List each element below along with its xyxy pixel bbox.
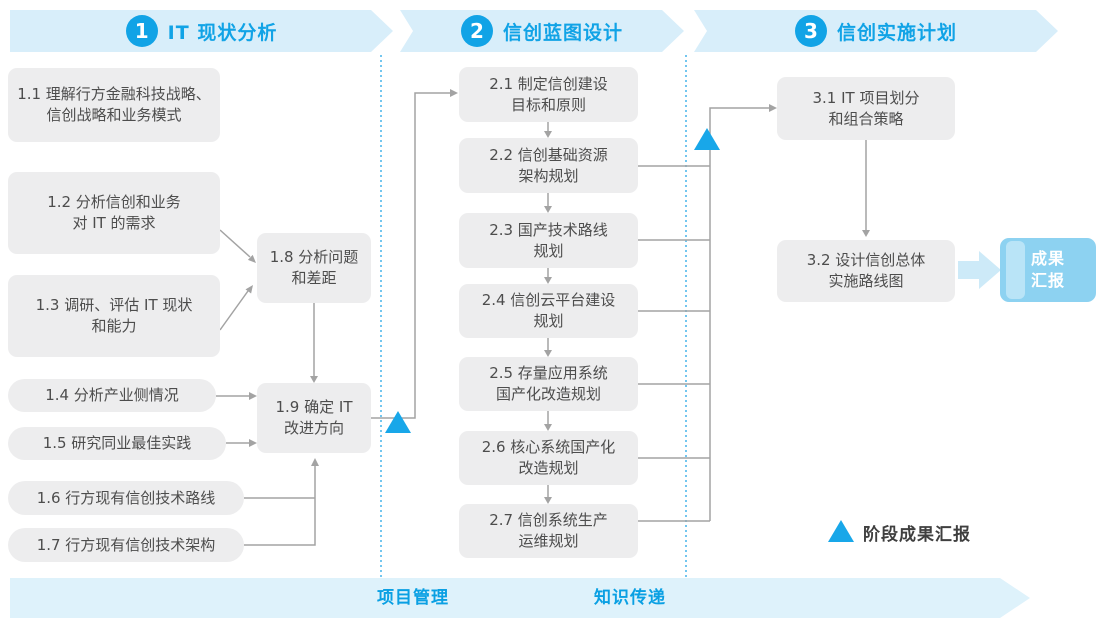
step-box-1-9: 1.9 确定 IT 改进方向 xyxy=(257,383,371,453)
legend-label: 阶段成果汇报 xyxy=(863,525,971,545)
result-arrow-icon xyxy=(958,251,1001,289)
phase-1-number-badge: 1 xyxy=(126,15,158,47)
step-box-2-1: 2.1 制定信创建设 目标和原则 xyxy=(459,67,638,122)
step-box-1-4: 1.4 分析产业侧情况 xyxy=(8,379,216,412)
step-box-3-1: 3.1 IT 项目划分 和组合策略 xyxy=(777,77,955,140)
footer-label-project-management: 项目管理 xyxy=(377,588,449,608)
phase-2-number-badge: 2 xyxy=(461,15,493,47)
phase-1-title: IT 现状分析 xyxy=(167,21,278,44)
step-box-1-3: 1.3 调研、评估 IT 现状 和能力 xyxy=(8,275,220,357)
milestone-triangle-icon-phase1 xyxy=(385,411,411,433)
step-box-1-8: 1.8 分析问题 和差距 xyxy=(257,233,371,303)
step-box-1-5: 1.5 研究同业最佳实践 xyxy=(8,427,226,460)
step-box-2-4: 2.4 信创云平台建设 规划 xyxy=(459,284,638,338)
step-box-1-2: 1.2 分析信创和业务 对 IT 的需求 xyxy=(8,172,220,254)
step-box-1-1: 1.1 理解行方金融科技战略、 信创战略和业务模式 xyxy=(8,68,220,142)
footer-banner xyxy=(10,578,1030,618)
step-box-2-3: 2.3 国产技术路线 规划 xyxy=(459,213,638,268)
phase-2-title: 信创蓝图设计 xyxy=(502,21,623,44)
step-box-3-2: 3.2 设计信创总体 实施路线图 xyxy=(777,240,955,302)
footer-label-knowledge-transfer: 知识传递 xyxy=(594,588,666,608)
step-box-2-7: 2.7 信创系统生产 运维规划 xyxy=(459,504,638,558)
step-box-1-6: 1.6 行方现有信创技术路线 xyxy=(8,481,244,515)
result-report-box: 成果 汇报 xyxy=(1000,238,1096,302)
result-report-label: 成果 汇报 xyxy=(1030,249,1065,290)
phase-banner-3: 3 信创实施计划 xyxy=(694,10,1058,52)
phase-banner-2: 2 信创蓝图设计 xyxy=(400,10,684,52)
phase-3-title: 信创实施计划 xyxy=(836,21,957,44)
milestone-triangle-icon-phase2 xyxy=(694,128,720,150)
step-box-2-5: 2.5 存量应用系统 国产化改造规划 xyxy=(459,357,638,411)
result-box-stripe xyxy=(1006,241,1025,299)
step-box-2-2: 2.2 信创基础资源 架构规划 xyxy=(459,138,638,193)
step-box-2-6: 2.6 核心系统国产化 改造规划 xyxy=(459,431,638,485)
legend-triangle-icon xyxy=(828,520,854,542)
phase-3-number-badge: 3 xyxy=(795,15,827,47)
step-box-1-7: 1.7 行方现有信创技术架构 xyxy=(8,528,244,562)
phase-banner-1: 1 IT 现状分析 xyxy=(10,10,393,52)
